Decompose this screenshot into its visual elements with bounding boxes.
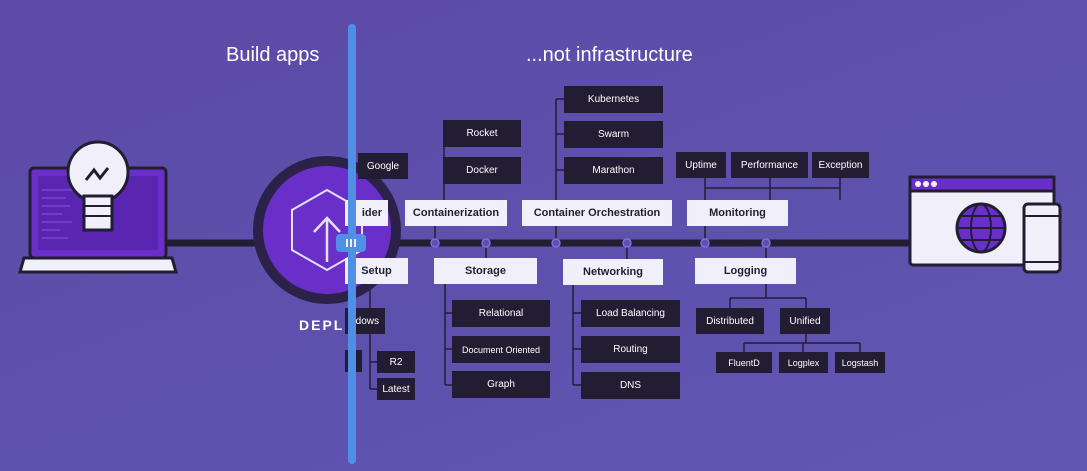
- node-r2: R2: [377, 351, 415, 373]
- node-graph: Graph: [452, 371, 550, 398]
- node-rocket: Rocket: [443, 120, 521, 147]
- grip-icon: [346, 239, 348, 247]
- node-logging: Logging: [695, 258, 796, 284]
- node-performance: Performance: [731, 152, 808, 178]
- node-logstash: Logstash: [835, 352, 885, 373]
- node-storage: Storage: [434, 258, 537, 284]
- timeline-dot: [761, 238, 771, 248]
- node-marathon: Marathon: [564, 157, 663, 184]
- node-fluentd: FluentD: [716, 352, 772, 373]
- slider-handle[interactable]: [336, 234, 366, 252]
- node-latest: Latest: [377, 378, 415, 400]
- node-load-balancing: Load Balancing: [581, 300, 680, 327]
- laptop-lightbulb-icon: [18, 140, 178, 274]
- node-uptime: Uptime: [676, 152, 726, 178]
- node-kubernetes: Kubernetes: [564, 86, 663, 113]
- node-exception: Exception: [812, 152, 869, 178]
- node-docker: Docker: [443, 157, 521, 184]
- node-routing: Routing: [581, 336, 680, 363]
- node-document-oriented: Document Oriented: [452, 336, 550, 363]
- node-monitoring: Monitoring: [687, 200, 788, 226]
- node-unified: Unified: [780, 308, 830, 334]
- node-google: Google: [358, 153, 408, 179]
- node-swarm: Swarm: [564, 121, 663, 148]
- deploy-label: DEPLO: [299, 317, 358, 333]
- node-relational: Relational: [452, 300, 550, 327]
- node-logplex: Logplex: [779, 352, 828, 373]
- timeline-dot: [700, 238, 710, 248]
- node-containerization: Containerization: [405, 200, 507, 226]
- timeline-dot: [551, 238, 561, 248]
- build-apps-heading: Build apps: [226, 44, 320, 66]
- timeline-dot: [622, 238, 632, 248]
- node-distributed: Distributed: [696, 308, 764, 334]
- browser-globe-mobile-icon: [908, 175, 1062, 274]
- not-infrastructure-heading: ...not infrastructure: [526, 44, 693, 66]
- timeline-dot: [481, 238, 491, 248]
- node-networking: Networking: [563, 259, 663, 285]
- timeline-dot: [430, 238, 440, 248]
- node-dns: DNS: [581, 372, 680, 399]
- node-container-orchestration: Container Orchestration: [522, 200, 672, 226]
